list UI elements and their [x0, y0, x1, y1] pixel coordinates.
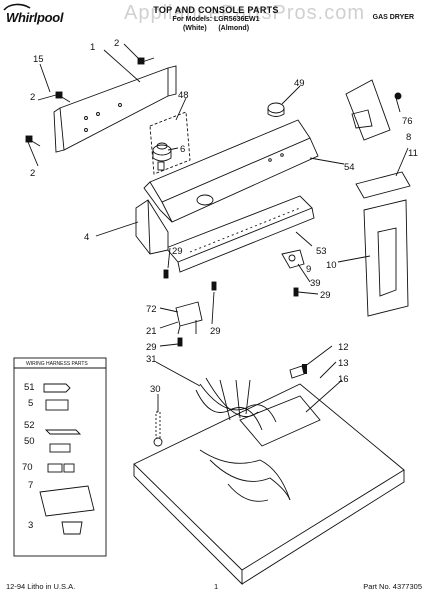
terminal-52-icon [44, 429, 82, 435]
callout-1: 1 [90, 42, 95, 53]
model-number: For Models: LGR5636EW1 [172, 16, 260, 23]
product-category: GAS DRYER [372, 14, 414, 21]
callout-2: 2 [30, 92, 35, 103]
screw-13-icon [302, 364, 307, 374]
console-panel [143, 119, 319, 223]
callout-39: 39 [310, 278, 321, 289]
kit-title: WIRING HARNESS PARTS [26, 361, 88, 367]
connector-51-icon [43, 383, 71, 393]
litho-note: 12-94 Litho in U.S.A. [6, 582, 76, 591]
screw-icon [177, 337, 183, 347]
push-button-knob-icon [267, 102, 285, 117]
callout-12: 12 [338, 342, 349, 353]
dryer-top-cabinet [133, 383, 405, 586]
variant-white: (White) [182, 25, 207, 32]
callout-51: 51 [24, 382, 35, 393]
callout-29: 29 [210, 326, 221, 337]
watermark: AppliancePartsPros.com [124, 2, 365, 24]
part-number: Part No. 4377305 [363, 582, 422, 591]
connector-7-icon [39, 485, 95, 517]
callout-4: 4 [84, 232, 89, 243]
variant-almond: (Almond) [218, 25, 250, 32]
callout-9: 9 [306, 264, 311, 275]
callout-7: 7 [28, 480, 33, 491]
callout-72: 72 [146, 304, 157, 315]
callout-30: 30 [150, 384, 161, 395]
knob-assembly-box [149, 111, 191, 175]
callout-3: 3 [28, 520, 33, 531]
whirlpool-swirl-icon [3, 3, 31, 11]
callout-29: 29 [146, 342, 157, 353]
timer-relay-icon [175, 301, 203, 335]
callout-16: 16 [338, 374, 349, 385]
page-number: 1 [214, 582, 219, 591]
screw-icon [137, 57, 155, 65]
screw-icon [25, 135, 41, 147]
screw-icon [55, 91, 71, 103]
callout-49: 49 [294, 78, 305, 89]
wire-clip-icon [153, 411, 163, 447]
callout-10: 10 [326, 260, 337, 271]
screw-icon [293, 287, 299, 297]
callout-52: 52 [24, 420, 35, 431]
timer-knob-icon [152, 142, 172, 171]
callout-15: 15 [33, 54, 44, 65]
callout-5: 5 [28, 398, 33, 409]
callout-21: 21 [146, 326, 157, 337]
control-panel-assembly [355, 171, 411, 317]
wire-harness [195, 377, 291, 502]
callout-76: 76 [402, 116, 413, 127]
callout-70: 70 [22, 462, 33, 473]
callout-31: 31 [146, 354, 157, 365]
console-rail [165, 195, 315, 273]
callout-13: 13 [338, 358, 349, 369]
end-cap [135, 199, 169, 255]
callout-29: 29 [320, 290, 331, 301]
brand-logo: Whirlpool [6, 10, 64, 25]
callout-2: 2 [114, 38, 119, 49]
callout-6: 6 [180, 144, 185, 155]
clip-12-icon [289, 365, 305, 379]
callout-29: 29 [172, 246, 183, 257]
page-title: TOP AND CONSOLE PARTS [153, 5, 279, 15]
right-end-bracket [345, 79, 402, 141]
connector-50-icon [49, 443, 71, 453]
model-variants: (White) (Almond) [116, 24, 316, 33]
connector-5-icon [45, 399, 69, 411]
callout-8: 8 [406, 132, 411, 143]
diagram-header: TOP AND CONSOLE PARTS For Models: LGR563… [116, 6, 316, 33]
callout-53: 53 [316, 246, 327, 257]
callout-48: 48 [178, 90, 189, 101]
connector-70-icon [47, 463, 75, 473]
switch-bracket [281, 249, 305, 269]
screw-icon [211, 281, 217, 291]
callout-54: 54 [344, 162, 355, 173]
console-back-bracket [53, 65, 177, 153]
clip-3-icon [61, 521, 83, 535]
callout-2: 2 [30, 168, 35, 179]
callout-50: 50 [24, 436, 35, 447]
callout-11: 11 [408, 148, 418, 159]
screw-icon [163, 269, 169, 279]
